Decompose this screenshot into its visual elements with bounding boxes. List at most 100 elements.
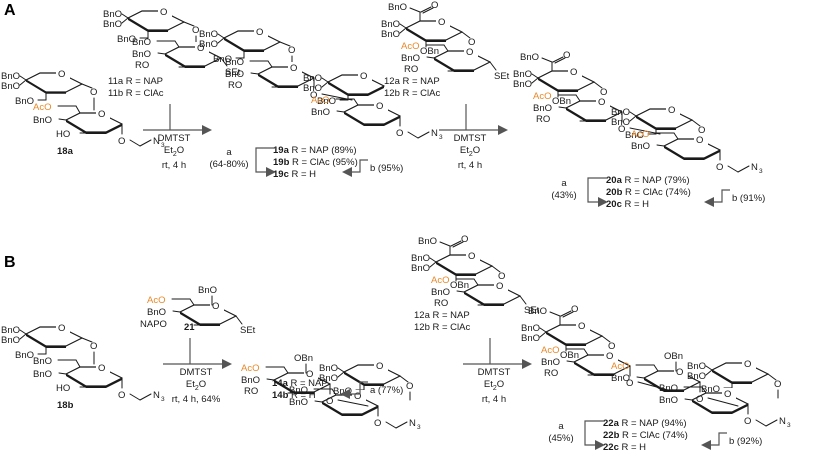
svg-text:BnO: BnO [103, 9, 122, 20]
svg-text:O: O [696, 394, 703, 405]
label-12b-b-text: 12b R = ClAc [414, 322, 471, 333]
svg-text:HO: HO [56, 383, 70, 394]
svg-text:BnO: BnO [388, 2, 407, 13]
label-19a-tag: 19a [273, 145, 289, 156]
cond-a1-time: rt, 4 h [161, 159, 187, 171]
label-22c-text: R = H [621, 442, 647, 453]
svg-text:AcO: AcO [431, 275, 449, 286]
svg-text:O: O [744, 359, 751, 370]
step-a-20-label: a (43%) [544, 178, 584, 201]
svg-text:HO: HO [56, 129, 70, 140]
label-14a-tag: 14a [272, 378, 288, 389]
cond-b2-solvent: Et2O [483, 378, 505, 392]
svg-text:BnO: BnO [225, 57, 244, 68]
svg-text:BnO: BnO [241, 375, 260, 386]
label-20a-text: R = NAP (79%) [624, 175, 690, 186]
step-a-19-arrow [250, 146, 276, 177]
svg-text:BnO: BnO [132, 37, 151, 48]
label-step-b-20: b (91%) [732, 193, 766, 204]
structure-21-donor: O AcO BnO BnO NAPO SEt [140, 284, 256, 336]
step-a-20-yield: (43%) [551, 189, 577, 201]
svg-text:O: O [496, 281, 503, 292]
structure-12-donor-b: O BnO O BnO BnO OBn O O AcO BnO RO [410, 234, 540, 316]
svg-text:O: O [598, 97, 605, 108]
step-a-22-arrow [579, 419, 605, 450]
label-20c-text: R = H [624, 199, 650, 210]
svg-text:O: O [571, 304, 578, 315]
cond-a2-reagent: DMTST [453, 133, 487, 144]
label-19b-tag: 19b [273, 157, 290, 168]
label-12b-a-text: 12b R = ClAc [384, 88, 441, 99]
svg-text:O: O [118, 390, 125, 401]
structure-18a: O BnO BnO BnO O O AcO BnO [1, 62, 165, 157]
svg-text:O: O [668, 105, 675, 116]
label-14b-text: R = H [291, 390, 316, 401]
step-a-19-yield: (64-80%) [209, 158, 249, 170]
step-a-22-letter: a [558, 421, 564, 432]
cond-b1-reagent: DMTST [179, 367, 213, 378]
svg-text:OBn: OBn [560, 350, 579, 361]
label-14a: 14a R = NAP [272, 378, 328, 389]
svg-text:O: O [578, 321, 585, 332]
svg-text:O: O [716, 162, 723, 173]
svg-text:AcO: AcO [541, 345, 559, 356]
conditions-a2: DMTST Et2O rt, 4 h [434, 133, 506, 171]
svg-text:AcO: AcO [241, 363, 259, 374]
svg-text:BnO: BnO [611, 373, 630, 384]
structure-18b: O BnO BnO BnO O O BnO BnO HO O [1, 316, 165, 416]
label-12b-a: 12b R = ClAc [384, 88, 440, 99]
label-19b-text: R = ClAc (95%) [292, 157, 358, 168]
svg-text:OBn: OBn [420, 46, 439, 57]
cond-a1-reagent: DMTST [157, 133, 191, 144]
svg-text:O: O [608, 341, 615, 352]
svg-text:18a: 18a [57, 146, 74, 157]
label-22c: 22c R = H [603, 442, 646, 453]
step-a-20-arrow [582, 176, 608, 207]
cond-b1-time: rt, 4 h, 64% [171, 393, 221, 405]
svg-text:RO: RO [536, 114, 550, 125]
svg-text:O: O [724, 389, 731, 400]
label-step-a-14: a (77%) [370, 385, 404, 396]
svg-text:BnO: BnO [513, 69, 532, 80]
svg-text:O: O [744, 416, 751, 427]
label-14b-tag: 14b [272, 390, 289, 401]
structure-22-product: O BnO O BnO BnO OBn O O AcO BnO [512, 290, 815, 429]
svg-text:BnO: BnO [103, 19, 122, 30]
svg-text:BnO: BnO [687, 361, 706, 372]
svg-text:O: O [696, 135, 703, 146]
svg-text:AcO: AcO [311, 95, 329, 106]
svg-text:O: O [118, 136, 125, 147]
svg-text:BnO: BnO [289, 385, 308, 396]
svg-text:BnO: BnO [1, 71, 20, 82]
svg-text:AcO: AcO [401, 41, 419, 52]
structure-19-product: O BnO BnO BnO O O BnO BnO RO O [199, 22, 443, 148]
svg-text:RO: RO [434, 298, 448, 309]
svg-text:O: O [98, 363, 105, 374]
svg-text:BnO: BnO [411, 263, 430, 274]
svg-text:BnO: BnO [611, 107, 630, 118]
svg-text:SEt: SEt [240, 325, 256, 336]
svg-text:O: O [58, 69, 65, 80]
svg-text:BnO: BnO [33, 356, 52, 367]
label-21-tag: 21 [184, 322, 195, 333]
label-21: 21 [184, 322, 195, 333]
label-20b: 20b R = ClAc (74%) [606, 187, 691, 198]
label-19a: 19a R = NAP (89%) [273, 145, 357, 156]
svg-text:O: O [466, 47, 473, 58]
svg-text:BnO: BnO [198, 285, 217, 296]
label-22c-tag: 22c [603, 442, 619, 453]
conditions-a1: DMTST Et2O rt, 4 h [138, 133, 210, 171]
svg-text:RO: RO [544, 368, 558, 379]
label-12a-a: 12a R = NAP [384, 76, 440, 87]
svg-text:N: N [153, 136, 160, 147]
label-19c-text: R = H [291, 169, 317, 180]
svg-text:O: O [326, 396, 333, 407]
label-22a-tag: 22a [603, 418, 619, 429]
svg-text:3: 3 [417, 424, 421, 431]
step-b-20-arrow [700, 188, 730, 214]
label-11b: 11b R = ClAc [108, 88, 164, 99]
svg-text:BnO: BnO [541, 357, 560, 368]
svg-text:N: N [153, 390, 160, 401]
label-step-b-19: b (95%) [370, 163, 404, 174]
svg-text:BnO: BnO [611, 117, 630, 128]
